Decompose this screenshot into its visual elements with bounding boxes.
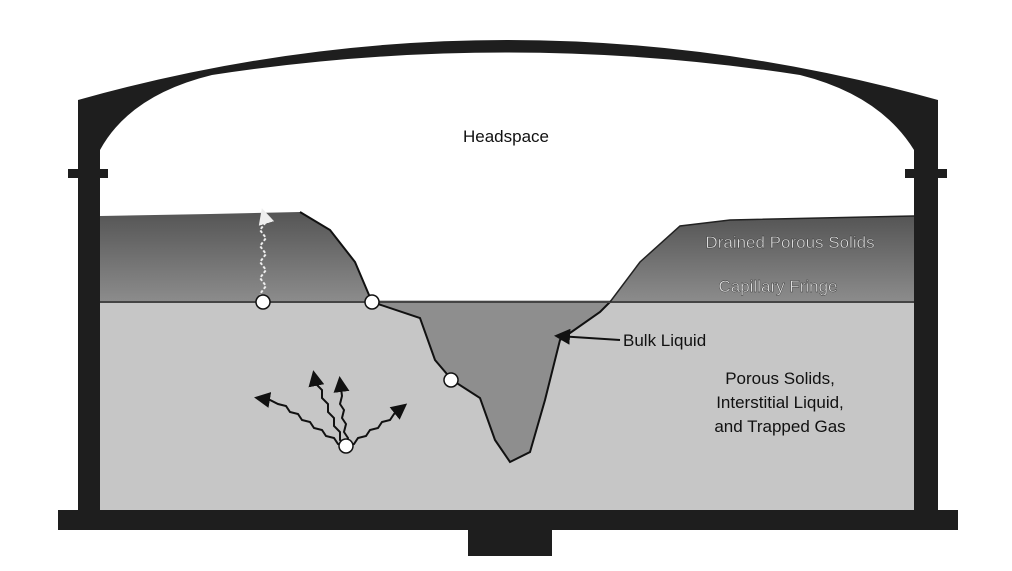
- drained-porous-solids-label: Drained Porous Solids: [705, 233, 874, 252]
- porous-solids-label-3: and Trapped Gas: [714, 417, 845, 436]
- bulk-liquid-region: [371, 301, 613, 464]
- bulk-liquid-label: Bulk Liquid: [623, 331, 706, 350]
- interface-points: [255, 294, 459, 454]
- left-flange: [68, 169, 108, 178]
- drained-solids-region: [100, 212, 372, 302]
- capillary-fringe-label: Capillary Fringe: [718, 277, 837, 296]
- right-flange: [905, 169, 947, 178]
- bulk-liquid-pointer-arrow: [554, 328, 621, 345]
- porous-solids-label-2: Interstitial Liquid,: [716, 393, 844, 412]
- dome-roof: [78, 40, 938, 512]
- headspace-label: Headspace: [463, 127, 549, 146]
- gas-diffusion-arrows: [254, 370, 408, 447]
- porous-solids-label-1: Porous Solids,: [725, 369, 835, 388]
- vapor-arrow-icon: [258, 208, 275, 303]
- base-plate: [58, 510, 958, 530]
- base-foot: [468, 528, 552, 556]
- drained-solids-region-right: [610, 216, 914, 302]
